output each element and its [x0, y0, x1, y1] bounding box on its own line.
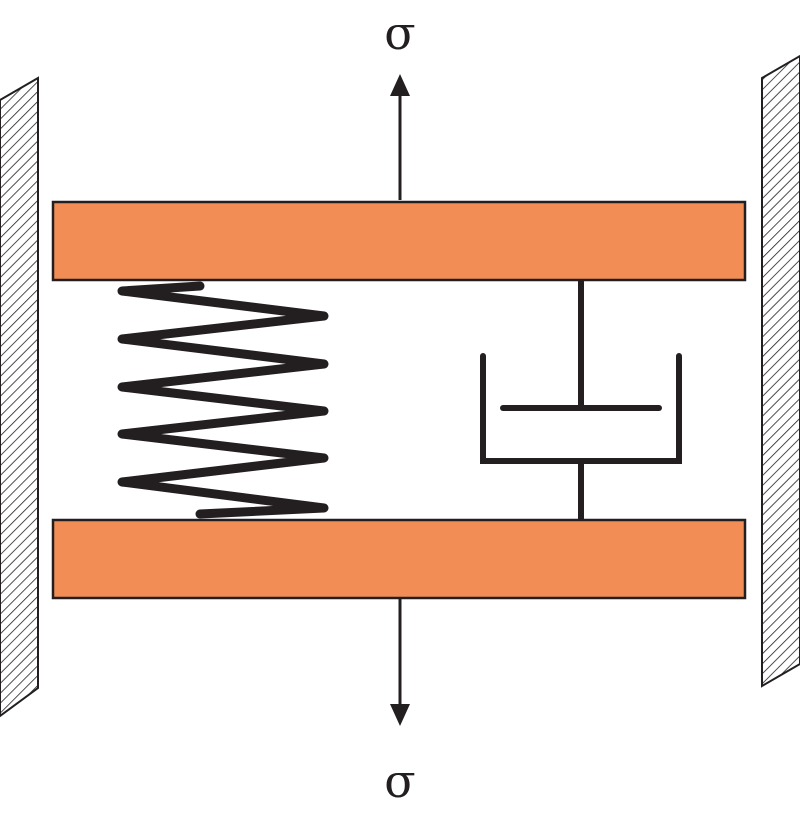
- bottom-stress-label: σ: [384, 754, 416, 808]
- left-wall: [0, 76, 39, 718]
- bottom-force-arrow: [390, 598, 410, 726]
- spring: [117, 281, 329, 519]
- top-plate: [51, 200, 747, 282]
- top-stress-label: σ: [384, 6, 416, 60]
- dashpot: [480, 280, 682, 520]
- right-wall: [761, 54, 800, 688]
- bottom-plate: [51, 518, 747, 600]
- top-force-arrow: [390, 74, 410, 200]
